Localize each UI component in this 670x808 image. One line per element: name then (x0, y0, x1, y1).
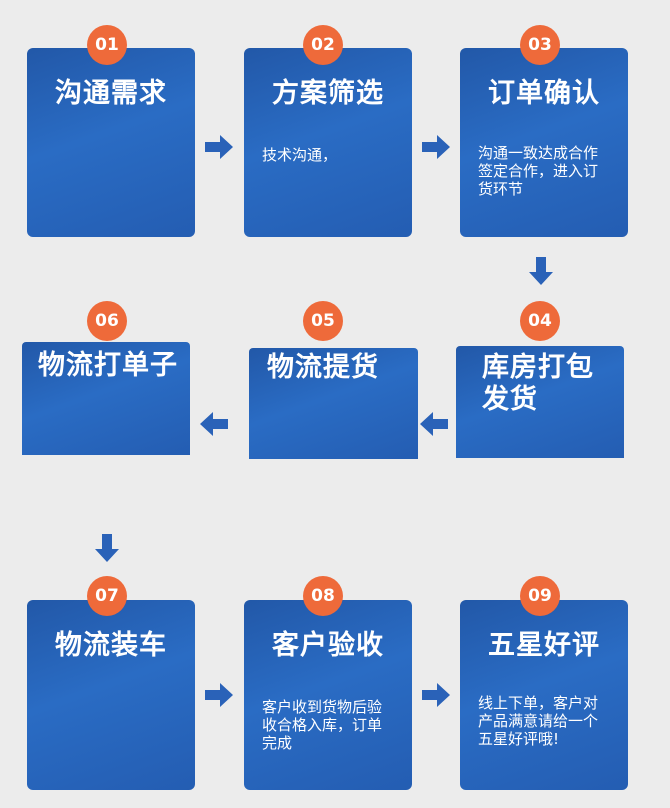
step-04-card: 库房打包发货 (456, 346, 624, 458)
step-03-card: 订单确认 沟通一致达成合作签定合作，进入订货环节 (460, 48, 628, 237)
step-title: 物流提货 (267, 352, 379, 383)
arrow-left-icon (200, 412, 228, 436)
step-title: 方案筛选 (272, 78, 384, 109)
step-description: 技术沟通， (262, 146, 338, 164)
step-number-badge: 07 (87, 576, 127, 616)
arrow-right-icon (205, 135, 233, 159)
step-number-badge: 03 (520, 25, 560, 65)
step-title: 客户验收 (272, 630, 384, 661)
step-06-card: 物流打单子 (22, 342, 190, 455)
arrow-right-icon (422, 683, 450, 707)
step-number-badge: 04 (520, 301, 560, 341)
step-number-badge: 02 (303, 25, 343, 65)
step-description: 沟通一致达成合作签定合作，进入订货环节 (478, 144, 599, 198)
arrow-down-icon (95, 534, 119, 562)
arrow-down-icon (529, 257, 553, 285)
step-number-badge: 08 (303, 576, 343, 616)
step-number-badge: 05 (303, 301, 343, 341)
step-01-card: 沟通需求 (27, 48, 195, 237)
step-title: 库房打包发货 (482, 352, 594, 415)
step-title: 订单确认 (488, 78, 600, 109)
step-number-badge: 06 (87, 301, 127, 341)
arrow-right-icon (205, 683, 233, 707)
arrow-right-icon (422, 135, 450, 159)
step-title: 沟通需求 (55, 78, 167, 109)
step-description: 客户收到货物后验收合格入库，订单完成 (262, 698, 383, 752)
step-description: 线上下单，客户对产品满意请给一个五星好评哦! (478, 694, 599, 748)
step-title: 物流打单子 (38, 350, 178, 381)
step-number-badge: 09 (520, 576, 560, 616)
step-title: 物流装车 (55, 630, 167, 661)
step-number-badge: 01 (87, 25, 127, 65)
step-08-card: 客户验收 客户收到货物后验收合格入库，订单完成 (244, 600, 412, 790)
step-05-card: 物流提货 (249, 348, 418, 459)
arrow-left-icon (420, 412, 448, 436)
step-02-card: 方案筛选 技术沟通， (244, 48, 412, 237)
step-title: 五星好评 (488, 630, 600, 661)
step-09-card: 五星好评 线上下单，客户对产品满意请给一个五星好评哦! (460, 600, 628, 790)
step-07-card: 物流装车 (27, 600, 195, 790)
